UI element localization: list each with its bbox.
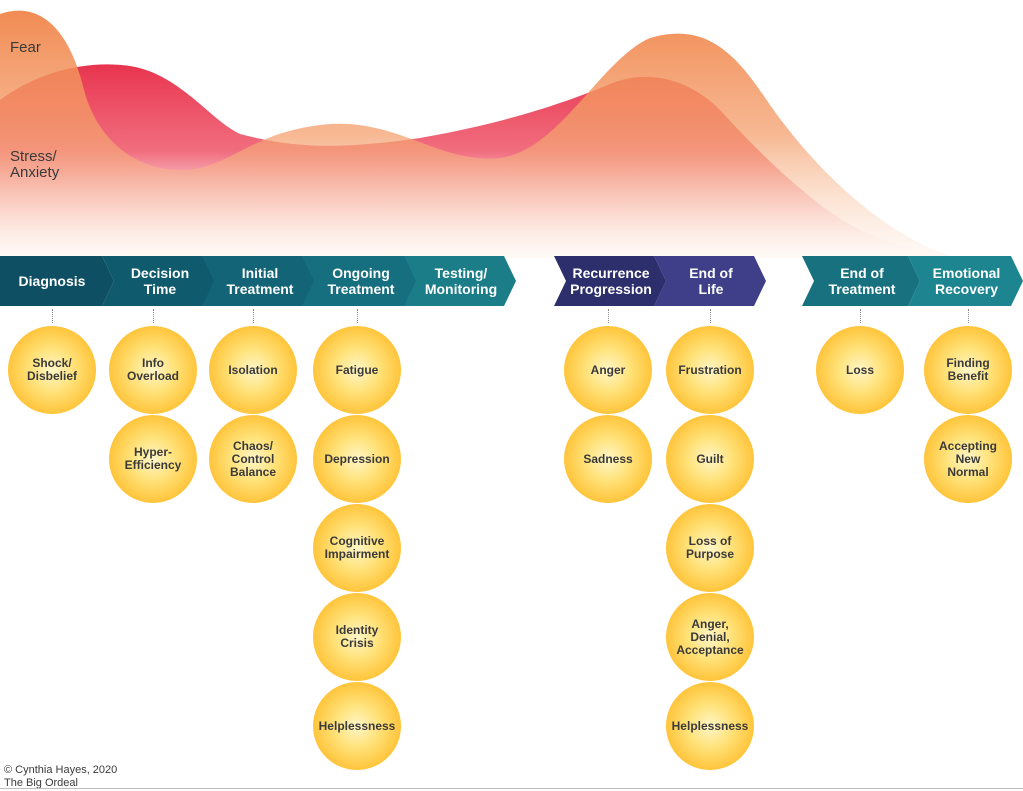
emotion-bubble: Finding Benefit [924, 326, 1012, 414]
emotion-bubble: Depression [313, 415, 401, 503]
phase-connector [710, 309, 711, 323]
phase-end-of-life: End of Life [654, 256, 766, 306]
emotion-bubble: Info Overload [109, 326, 197, 414]
emotion-bubble: Hyper- Efficiency [109, 415, 197, 503]
emotion-bubble: Helplessness [666, 682, 754, 770]
fear-curve [0, 10, 950, 258]
phase-emotional-recovery: Emotional Recovery [908, 256, 1023, 306]
emotion-bubble: Helplessness [313, 682, 401, 770]
phase-connector [357, 309, 358, 323]
phase-end-of-treatment: End of Treatment [802, 256, 920, 306]
phase-connector [968, 309, 969, 323]
phase-decision-time: Decision Time [102, 256, 216, 306]
emotion-bubble: Loss of Purpose [666, 504, 754, 592]
emotion-bubble: Guilt [666, 415, 754, 503]
emotion-bubble: Isolation [209, 326, 297, 414]
emotion-bubble: Frustration [666, 326, 754, 414]
book-title-text: The Big Ordeal [4, 777, 78, 789]
emotion-bubble: Chaos/ Control Balance [209, 415, 297, 503]
phase-initial-treatment: Initial Treatment [202, 256, 316, 306]
emotion-bubble: Sadness [564, 415, 652, 503]
phase-connector [860, 309, 861, 323]
fear-label: Fear [10, 39, 41, 56]
emotion-bubble: Loss [816, 326, 904, 414]
emotion-bubble: Anger [564, 326, 652, 414]
emotion-curves [0, 10, 950, 258]
phase-recurrence-progression: Recurrence Progression [554, 256, 666, 306]
emotion-bubble: Fatigue [313, 326, 401, 414]
bottom-divider [0, 788, 1023, 789]
phase-diagnosis: Diagnosis [0, 256, 114, 306]
copyright-text: © Cynthia Hayes, 2020 [4, 764, 118, 776]
phase-connector [52, 309, 53, 323]
emotion-bubble: Anger, Denial, Acceptance [666, 593, 754, 681]
stress-anxiety-label: Stress/ Anxiety [10, 148, 60, 181]
emotion-bubble: Accepting New Normal [924, 415, 1012, 503]
phase-testing-monitoring: Testing/ Monitoring [404, 256, 516, 306]
emotion-bubble: Cognitive Impairment [313, 504, 401, 592]
phase-connector [153, 309, 154, 323]
emotion-bubble: Shock/ Disbelief [8, 326, 96, 414]
phase-connector [253, 309, 254, 323]
phase-connector [608, 309, 609, 323]
phase-ongoing-treatment: Ongoing Treatment [302, 256, 418, 306]
emotion-bubble: Identity Crisis [313, 593, 401, 681]
